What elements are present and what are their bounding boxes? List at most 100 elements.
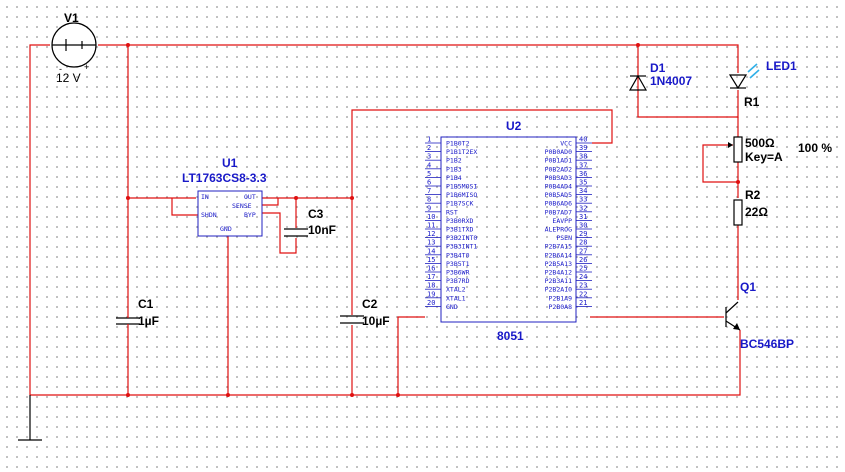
u2-pin-number: 12 bbox=[427, 230, 435, 238]
u2-ref: U2 bbox=[506, 119, 522, 133]
u2-pin-name: GND bbox=[446, 303, 458, 311]
u2-pin-name: P0B0AD0 bbox=[545, 148, 572, 156]
u2-pin-number: 4 bbox=[427, 161, 431, 169]
junctions bbox=[126, 43, 740, 397]
u2-pin-name: P3B0RXD bbox=[446, 217, 473, 225]
u2-pin-name: P0B4AD4 bbox=[545, 183, 572, 191]
u2-pin-number: 25 bbox=[579, 265, 587, 273]
diode-d1[interactable]: D1 1N4007 bbox=[628, 61, 692, 91]
regulator-u1[interactable]: U1 LT1763CS8-3.3 IN OUT SENSE SHDN BYP G… bbox=[182, 156, 267, 237]
wire-q1-emitter bbox=[398, 330, 741, 396]
junction-dot bbox=[294, 196, 298, 200]
u2-pin-name: P2B0A8 bbox=[549, 303, 573, 311]
r2-ref: R2 bbox=[745, 188, 761, 202]
u2-pin-number: 23 bbox=[579, 282, 587, 290]
u2-pin-number: 17 bbox=[427, 273, 435, 281]
junction-dot bbox=[126, 393, 130, 397]
u2-pin-number: 27 bbox=[579, 247, 587, 255]
resistor-r2[interactable]: R2 22Ω bbox=[733, 188, 768, 226]
u2-pin-number: 21 bbox=[579, 299, 587, 307]
u2-pin-number: 33 bbox=[579, 196, 587, 204]
c1-ref: C1 bbox=[138, 297, 154, 311]
u2-pin-name: P1B1T2EX bbox=[446, 148, 477, 156]
r1-key: Key=A bbox=[745, 150, 783, 164]
u2-pin-number: 5 bbox=[427, 170, 431, 178]
u2-pin-number: 35 bbox=[579, 179, 587, 187]
led-arrow-icon bbox=[749, 69, 760, 79]
u2-pin-name: PSEN bbox=[556, 234, 572, 242]
u2-pin-number: 2 bbox=[427, 144, 431, 152]
u1-pin-shdn: SHDN bbox=[201, 211, 217, 219]
capacitor-c3[interactable]: C3 10nF bbox=[284, 207, 336, 237]
u2-pin-name: P1B5MOSI bbox=[446, 183, 477, 191]
u2-pin-number: 22 bbox=[579, 290, 587, 298]
u2-pin-name: P3B4T0 bbox=[446, 251, 470, 259]
junction-dot bbox=[126, 43, 130, 47]
capacitor-c1[interactable]: C1 1µF bbox=[116, 297, 159, 330]
u2-pin-name: P0B3AD3 bbox=[545, 174, 572, 182]
u1-pin-in: IN bbox=[201, 193, 209, 201]
r1-ref: R1 bbox=[744, 95, 760, 109]
u2-pin-name: P2B2A10 bbox=[545, 286, 572, 294]
u2-pin-name: P1B4 bbox=[446, 174, 462, 182]
u2-pin-name: P2B1A9 bbox=[549, 294, 573, 302]
u2-pin-number: 13 bbox=[427, 239, 435, 247]
u2-pin-name: P3B5T1 bbox=[446, 260, 470, 268]
u2-pin-name: P3B6WR bbox=[446, 269, 470, 277]
u2-pin-number: 16 bbox=[427, 265, 435, 273]
led-led1[interactable]: LED1 bbox=[728, 59, 797, 90]
u2-pin-name: XTAL1 bbox=[446, 294, 466, 302]
u2-pin-name: P1B6MISO bbox=[446, 191, 477, 199]
u2-pin-number: 36 bbox=[579, 170, 587, 178]
c2-ref: C2 bbox=[362, 297, 378, 311]
v1-value: 12 V bbox=[56, 71, 81, 85]
u2-pin-number: 30 bbox=[579, 222, 587, 230]
transistor-q1[interactable]: Q1 BC546BP bbox=[725, 280, 794, 351]
u2-pin-number: 24 bbox=[579, 273, 587, 281]
u2-pin-number: 40 bbox=[579, 136, 587, 144]
junction-dot bbox=[226, 393, 230, 397]
u2-pin-name: P2B6A14 bbox=[545, 251, 572, 259]
d1-part: 1N4007 bbox=[650, 74, 692, 88]
u2-pin-name: P0B7AD7 bbox=[545, 208, 572, 216]
led-arrow-icon bbox=[747, 63, 758, 73]
u2-pin-name: P1B7SCK bbox=[446, 200, 473, 208]
u2-pin-name: P1B2 bbox=[446, 157, 462, 165]
c3-ref: C3 bbox=[308, 207, 324, 221]
u2-pin-number: 10 bbox=[427, 213, 435, 221]
u2-pin-number: 1 bbox=[427, 136, 431, 144]
u2-pin-name: VCC bbox=[560, 140, 572, 148]
led1-ref: LED1 bbox=[766, 59, 797, 73]
u2-pin-name: P3B1TXD bbox=[446, 226, 473, 234]
u2-pin-number: 37 bbox=[579, 161, 587, 169]
ground-symbol[interactable] bbox=[18, 395, 42, 441]
wire-vcc-rail bbox=[351, 109, 613, 198]
battery-v1[interactable]: V1 12 V - + bbox=[51, 11, 97, 85]
u2-pin-name: P2B5A13 bbox=[545, 260, 572, 268]
wire-left-rail bbox=[29, 44, 50, 395]
u1-ref: U1 bbox=[222, 156, 238, 170]
u2-pin-name: ALEPROG bbox=[545, 226, 572, 234]
u2-pin-number: 28 bbox=[579, 239, 587, 247]
u2-pin-number: 6 bbox=[427, 179, 431, 187]
capacitor-c2[interactable]: C2 10µF bbox=[340, 297, 390, 328]
u2-pin-number: 32 bbox=[579, 204, 587, 212]
junction-dot bbox=[396, 393, 400, 397]
potentiometer-r1[interactable]: R1 500Ω Key=A 100 % bbox=[728, 95, 832, 164]
u2-right-pins: 40VCC39P0B0AD038P0B1AD137P0B2AD236P0B3AD… bbox=[545, 136, 592, 311]
wires bbox=[29, 44, 741, 396]
wiper-arrow-icon bbox=[728, 142, 733, 148]
junction-dot bbox=[126, 196, 130, 200]
u2-pin-number: 31 bbox=[579, 213, 587, 221]
junction-dot bbox=[350, 393, 354, 397]
junction-dot bbox=[736, 180, 740, 184]
wire-ground-rail bbox=[30, 316, 425, 396]
d1-ref: D1 bbox=[650, 61, 666, 75]
u2-pin-name: P3B2INT0 bbox=[446, 234, 477, 242]
u2-pin-number: 19 bbox=[427, 290, 435, 298]
wire-diode-branch bbox=[637, 45, 739, 118]
u2-pin-name: EAVPP bbox=[552, 217, 572, 225]
u1-pin-out: OUT bbox=[244, 193, 256, 201]
